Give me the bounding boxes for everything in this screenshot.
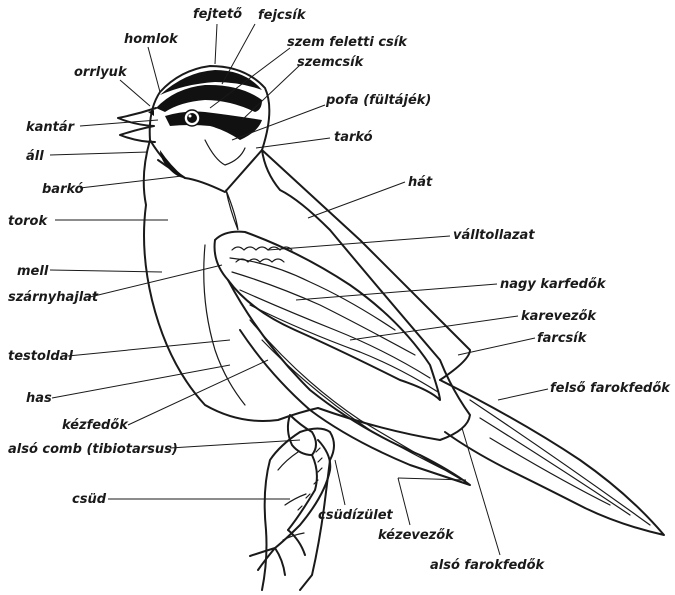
tarsus <box>274 439 332 549</box>
labels: fejtető fejcsík homlok szem feletti csík… <box>8 7 671 573</box>
pupil <box>187 113 197 123</box>
label-fejcsik: fejcsík <box>258 8 307 23</box>
leader-nagy-karfedok <box>295 283 498 301</box>
leader-kantar <box>79 119 159 127</box>
leader-lines <box>49 23 549 556</box>
label-felso-farokfedok: felső farokfedők <box>550 381 671 396</box>
leader-orrlyuk <box>119 79 151 107</box>
leader-karevezok <box>349 315 519 341</box>
label-csudizulet: csüdízület <box>318 508 394 523</box>
leader-valltollazat <box>267 235 451 251</box>
leader-kezfedok <box>127 359 269 426</box>
label-kezfedok: kézfedők <box>62 418 129 433</box>
eye-stripe <box>165 111 262 140</box>
label-testoldal: testoldal <box>8 349 73 364</box>
head-stripe <box>156 84 262 112</box>
leader-fejcsik <box>221 23 256 85</box>
leader-szemcsik <box>241 64 301 121</box>
leader-szem-feletti-csik <box>209 47 291 109</box>
leader-all <box>49 151 149 156</box>
leader-szarnyhajlat <box>89 264 223 298</box>
eye-highlight <box>188 114 192 118</box>
leader-kezevezok-2 <box>397 477 467 481</box>
wing-feather-lines <box>229 257 439 393</box>
tail-outline <box>439 379 665 536</box>
leader-csudizulet <box>334 459 346 506</box>
beak <box>117 107 157 143</box>
leader-has <box>51 364 231 399</box>
label-orrlyuk: orrlyuk <box>74 65 128 80</box>
label-torok: torok <box>8 214 48 229</box>
leader-also-farokfedok <box>461 427 501 556</box>
leader-homlok <box>147 46 161 93</box>
leader-fejteto <box>214 23 218 65</box>
leader-pofa <box>231 104 326 141</box>
crown-stripe <box>160 70 262 95</box>
label-has: has <box>26 391 52 406</box>
leader-farcsik <box>457 337 536 356</box>
toes <box>249 529 306 576</box>
label-mell: mell <box>17 264 49 279</box>
throat-line <box>225 189 239 231</box>
primaries-outline <box>227 279 471 486</box>
label-valltollazat: válltollazat <box>453 228 535 243</box>
leader-testoldal <box>67 339 231 357</box>
label-homlok: homlok <box>124 32 179 47</box>
label-kantar: kantár <box>26 120 76 135</box>
leader-barko <box>79 175 183 189</box>
thigh <box>286 414 317 456</box>
branch <box>261 427 335 591</box>
label-csud: csüd <box>72 492 107 507</box>
label-szemcsik: szemcsík <box>297 55 365 70</box>
label-also-farokfedok: alsó farokfedők <box>430 558 546 573</box>
chin-mark <box>160 150 185 178</box>
label-fejteto: fejtető <box>193 7 242 22</box>
tail-feather-lines <box>469 399 651 526</box>
label-karevezok: karevezők <box>521 309 597 324</box>
label-also-comb: alsó comb (tibiotarsus) <box>8 442 178 457</box>
branch-texture <box>277 451 307 541</box>
label-nagy-karfedok: nagy karfedők <box>500 277 607 292</box>
label-pofa: pofa (fültájék) <box>325 93 431 108</box>
primaries-lines <box>249 319 463 481</box>
cheek-line <box>204 139 246 166</box>
label-barko: barkó <box>42 182 84 197</box>
label-hat: hát <box>408 175 433 190</box>
flank-line <box>203 244 246 406</box>
leader-felso-farokfedok <box>497 388 549 401</box>
label-farcsik: farcsík <box>537 331 588 346</box>
label-szarnyhajlat: szárnyhajlat <box>8 290 99 305</box>
label-szem-feletti-csik: szem feletti csík <box>287 35 408 50</box>
leader-mell <box>49 269 163 273</box>
leader-tarko <box>255 137 331 149</box>
label-kezevezok: kézevezők <box>378 528 455 543</box>
head-outline <box>148 65 271 193</box>
back-contour <box>261 149 471 381</box>
label-tarko: tarkó <box>334 130 373 145</box>
leader-hat <box>307 181 406 219</box>
tarsus-scales <box>297 447 323 511</box>
body-outline <box>142 139 471 441</box>
nostril <box>148 110 154 116</box>
label-all: áll <box>26 149 44 164</box>
leader-kezevezok-1 <box>397 477 411 526</box>
leader-also-comb <box>169 439 301 449</box>
